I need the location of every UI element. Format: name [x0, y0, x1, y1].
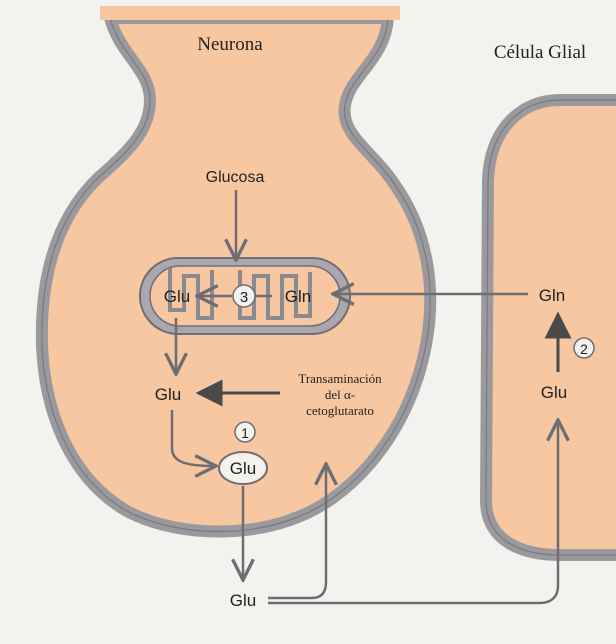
transamination-line-1: Transaminación [298, 371, 382, 386]
glia-gln-label: Gln [539, 286, 565, 305]
step-2-number: 2 [580, 341, 588, 357]
synapse-glu-label: Glu [230, 591, 256, 610]
vesicle-glu-label: Glu [230, 459, 256, 478]
step-1-number: 1 [241, 425, 249, 441]
neuron-label: Neurona [197, 34, 263, 55]
glia-label: Célula Glial [494, 42, 586, 63]
mito-glu-label: Glu [164, 287, 190, 306]
mito-gln-label: Gln [285, 287, 311, 306]
glial-cell [486, 100, 616, 555]
step-3-number: 3 [240, 289, 248, 306]
transamination-line-3: cetoglutarato [306, 403, 374, 418]
glucose-label: Glucosa [206, 169, 265, 186]
glia-glu-label: Glu [541, 383, 567, 402]
cyto-glu-label: Glu [155, 385, 181, 404]
transamination-line-2: del α- [325, 387, 355, 402]
